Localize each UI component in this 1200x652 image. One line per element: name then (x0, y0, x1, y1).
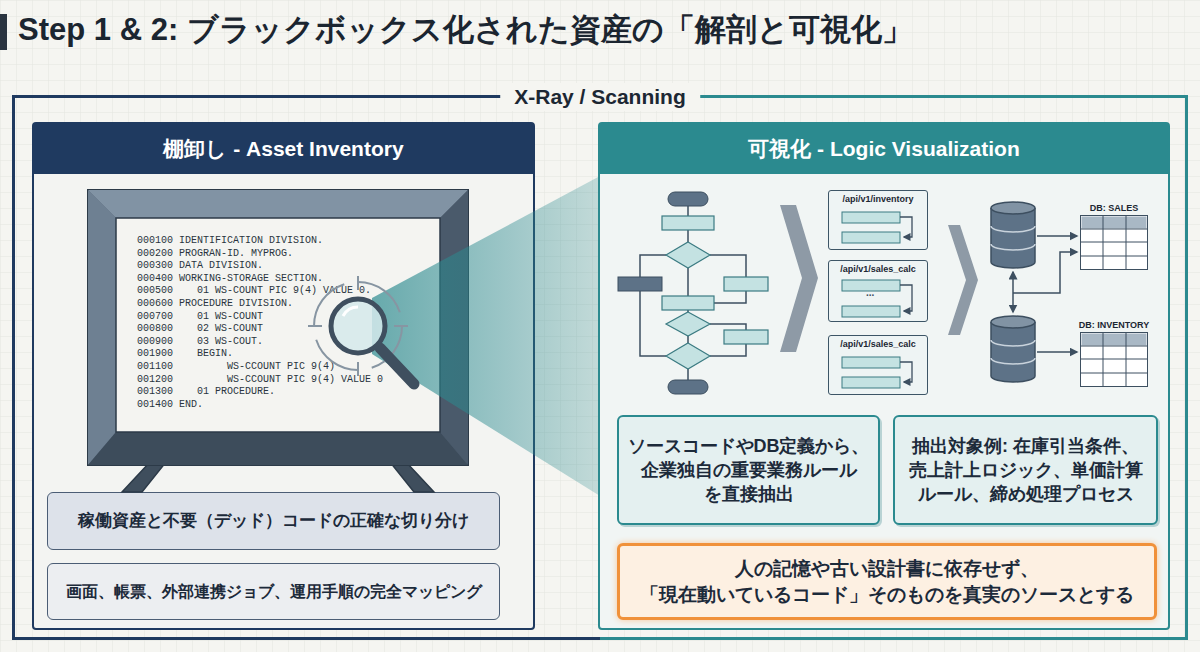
table-name: DB: INVENTORY (1057, 320, 1171, 330)
code-line: 000500 01 WS-COUNT PIC 9(4) VALUE 0. (137, 285, 371, 297)
database-band (991, 226, 1035, 250)
monitor-frame (88, 190, 468, 465)
flow-arrow (900, 285, 912, 311)
info-box: ソースコードやDB定義から、 企業独自の重要業務ルール を直接抽出 (617, 415, 880, 525)
monitor-bevel (88, 432, 468, 465)
chevron-arrow (780, 205, 818, 352)
code-line: 000600 PROCEDURE DIVISION. (137, 298, 293, 310)
code-block (842, 232, 900, 243)
lens-highlight (343, 307, 358, 316)
info-box: 抽出対象例: 在庫引当条件、 売上計上ロジック、単価計算 ルール、締め処理プロセ… (893, 415, 1158, 525)
data-link (1013, 252, 1077, 293)
api-box: /api/v1/sales_calc (828, 260, 928, 322)
code-line: 000100 IDENTIFICATION DIVISION. (137, 235, 323, 247)
code-line: 000200 PROGRAN-ID. MYPROG. (137, 248, 293, 260)
code-line: 001900 BEGIN. (137, 348, 233, 360)
code-line: 000400 WORKING-STORAGE SECTION. (137, 273, 323, 285)
box-text: 人の記憶や古い設計書に依存せず、 「現在動いているコード」そのものを真実のソース… (620, 556, 1154, 607)
flow-arrow (900, 217, 912, 237)
monitor-leg (390, 462, 434, 492)
data-link (1037, 235, 1077, 237)
table-header (1082, 217, 1147, 229)
sync-arrow (1012, 272, 1014, 312)
key-principle-box: 人の記憶や古い設計書に依存せず、 「現在動いているコード」そのものを真実のソース… (617, 543, 1157, 620)
ellipsis-mark: ... (866, 287, 874, 298)
table-header (1082, 334, 1147, 346)
page-title: Step 1 & 2: ブラックボックス化された資産の「解剖と可視化」 (18, 10, 913, 50)
flow-decision (666, 242, 710, 268)
box-text: 抽出対象例: 在庫引当条件、 売上計上ロジック、単価計算 ルール、締め処理プロセ… (895, 434, 1156, 507)
data-link (1037, 351, 1077, 353)
database-top (991, 202, 1035, 214)
flowchart-lines (640, 206, 746, 380)
code-line: 001100 WS-CCOUNT PIC 9(4) (137, 361, 335, 373)
panel-heading: X-Ray / Scanning (500, 83, 700, 111)
api-box: /api/v1/sales_calc (828, 335, 928, 395)
flow-decision (666, 343, 710, 369)
flow-terminator (668, 380, 708, 394)
code-line: 000800 02 WS-COUNT (137, 323, 263, 335)
db-table: DB: SALES (1080, 215, 1148, 270)
target-tick (308, 276, 408, 376)
scan-beam (372, 176, 600, 496)
code-block (842, 212, 900, 223)
box-text: ソースコードやDB定義から、 企業独自の重要業務ルール を直接抽出 (619, 434, 878, 507)
monitor-bevel (440, 190, 468, 465)
endpoint-label: /api/v1/inventory (825, 194, 931, 204)
flow-decision (666, 312, 710, 336)
flow-line (640, 255, 746, 356)
database-cylinder (991, 208, 1035, 268)
code-block (842, 357, 900, 368)
code-line: 001200 WS-CCOUNT PIC 9(4) VALUE 0 (137, 374, 383, 386)
flow-process (662, 216, 714, 230)
flow-terminator (668, 192, 708, 206)
db-table: DB: INVENTORY (1080, 332, 1148, 387)
monitor-screen (116, 218, 440, 432)
code-block (842, 377, 900, 388)
flow-process (724, 277, 768, 291)
box-text: 稼働資産と不要（デッド）コードの正確な切り分け (70, 510, 477, 533)
api-box: /api/v1/inventory (828, 190, 928, 250)
title-marker (0, 14, 7, 50)
monitor-bevel (88, 190, 468, 218)
panel-heading: 可視化 - Logic Visualization (600, 124, 1168, 174)
magnifier-lens (331, 299, 385, 353)
monitor-bevel (88, 190, 116, 465)
inventory-point: 稼働資産と不要（デッド）コードの正確な切り分け (47, 492, 500, 550)
code-line: 001300 01 PROCEDURE. (137, 386, 275, 398)
database-cylinder (991, 322, 1035, 382)
flow-arrow (900, 362, 912, 382)
flow-process (724, 330, 768, 344)
code-line: 000700 01 WS-COUNT (137, 311, 263, 323)
target-ring (314, 282, 402, 370)
endpoint-label: /api/v1/sales_calc (825, 264, 931, 274)
inventory-point: 画面、帳票、外部連携ジョブ、運用手順の完全マッピング (47, 563, 500, 620)
monitor-leg (122, 462, 166, 492)
flow-line (687, 206, 689, 380)
table-grid (1081, 216, 1147, 269)
code-line: 001400 END. (137, 399, 203, 411)
chevron-arrow (948, 225, 978, 335)
panel-heading: 棚卸し - Asset Inventory (34, 124, 533, 174)
flow-process (662, 296, 714, 310)
database-band (991, 340, 1035, 364)
table-name: DB: SALES (1057, 203, 1171, 213)
magnifier-handle (380, 348, 414, 384)
flow-process (618, 277, 662, 291)
database-top (991, 316, 1035, 328)
box-text: 画面、帳票、外部連携ジョブ、運用手順の完全マッピング (58, 581, 490, 603)
code-line: 000300 DATA DIVISION. (137, 260, 263, 272)
endpoint-label: /api/v1/sales_calc (825, 339, 931, 349)
code-block (842, 306, 900, 317)
code-line: 000900 03 WS-COUT. (137, 336, 263, 348)
table-grid (1081, 333, 1147, 386)
visualization-panel: /api/v1/inventory/api/v1/sales_calc/api/… (598, 122, 1170, 630)
